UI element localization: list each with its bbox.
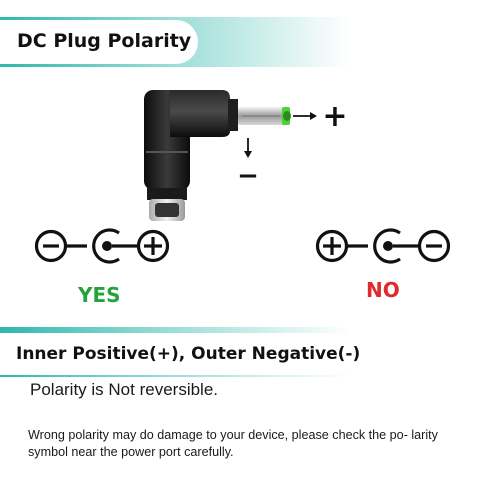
dc-plug-image: + − <box>144 90 348 221</box>
negative-sign: − <box>237 161 259 191</box>
center-positive-polarity-symbol <box>34 228 170 264</box>
polarity-heading: Inner Positive(+), Outer Negative(-) <box>16 344 361 364</box>
no-label: NO <box>366 278 400 302</box>
info-pill <box>0 333 357 375</box>
center-negative-polarity-symbol <box>315 228 451 264</box>
title-pill <box>0 20 198 64</box>
page-title: DC Plug Polarity <box>17 30 192 52</box>
positive-sign: + <box>322 99 347 134</box>
yes-label: YES <box>78 283 121 307</box>
polarity-note: Polarity is Not reversible. <box>30 380 219 399</box>
warning-text: Wrong polarity may do damage to your dev… <box>28 428 438 459</box>
